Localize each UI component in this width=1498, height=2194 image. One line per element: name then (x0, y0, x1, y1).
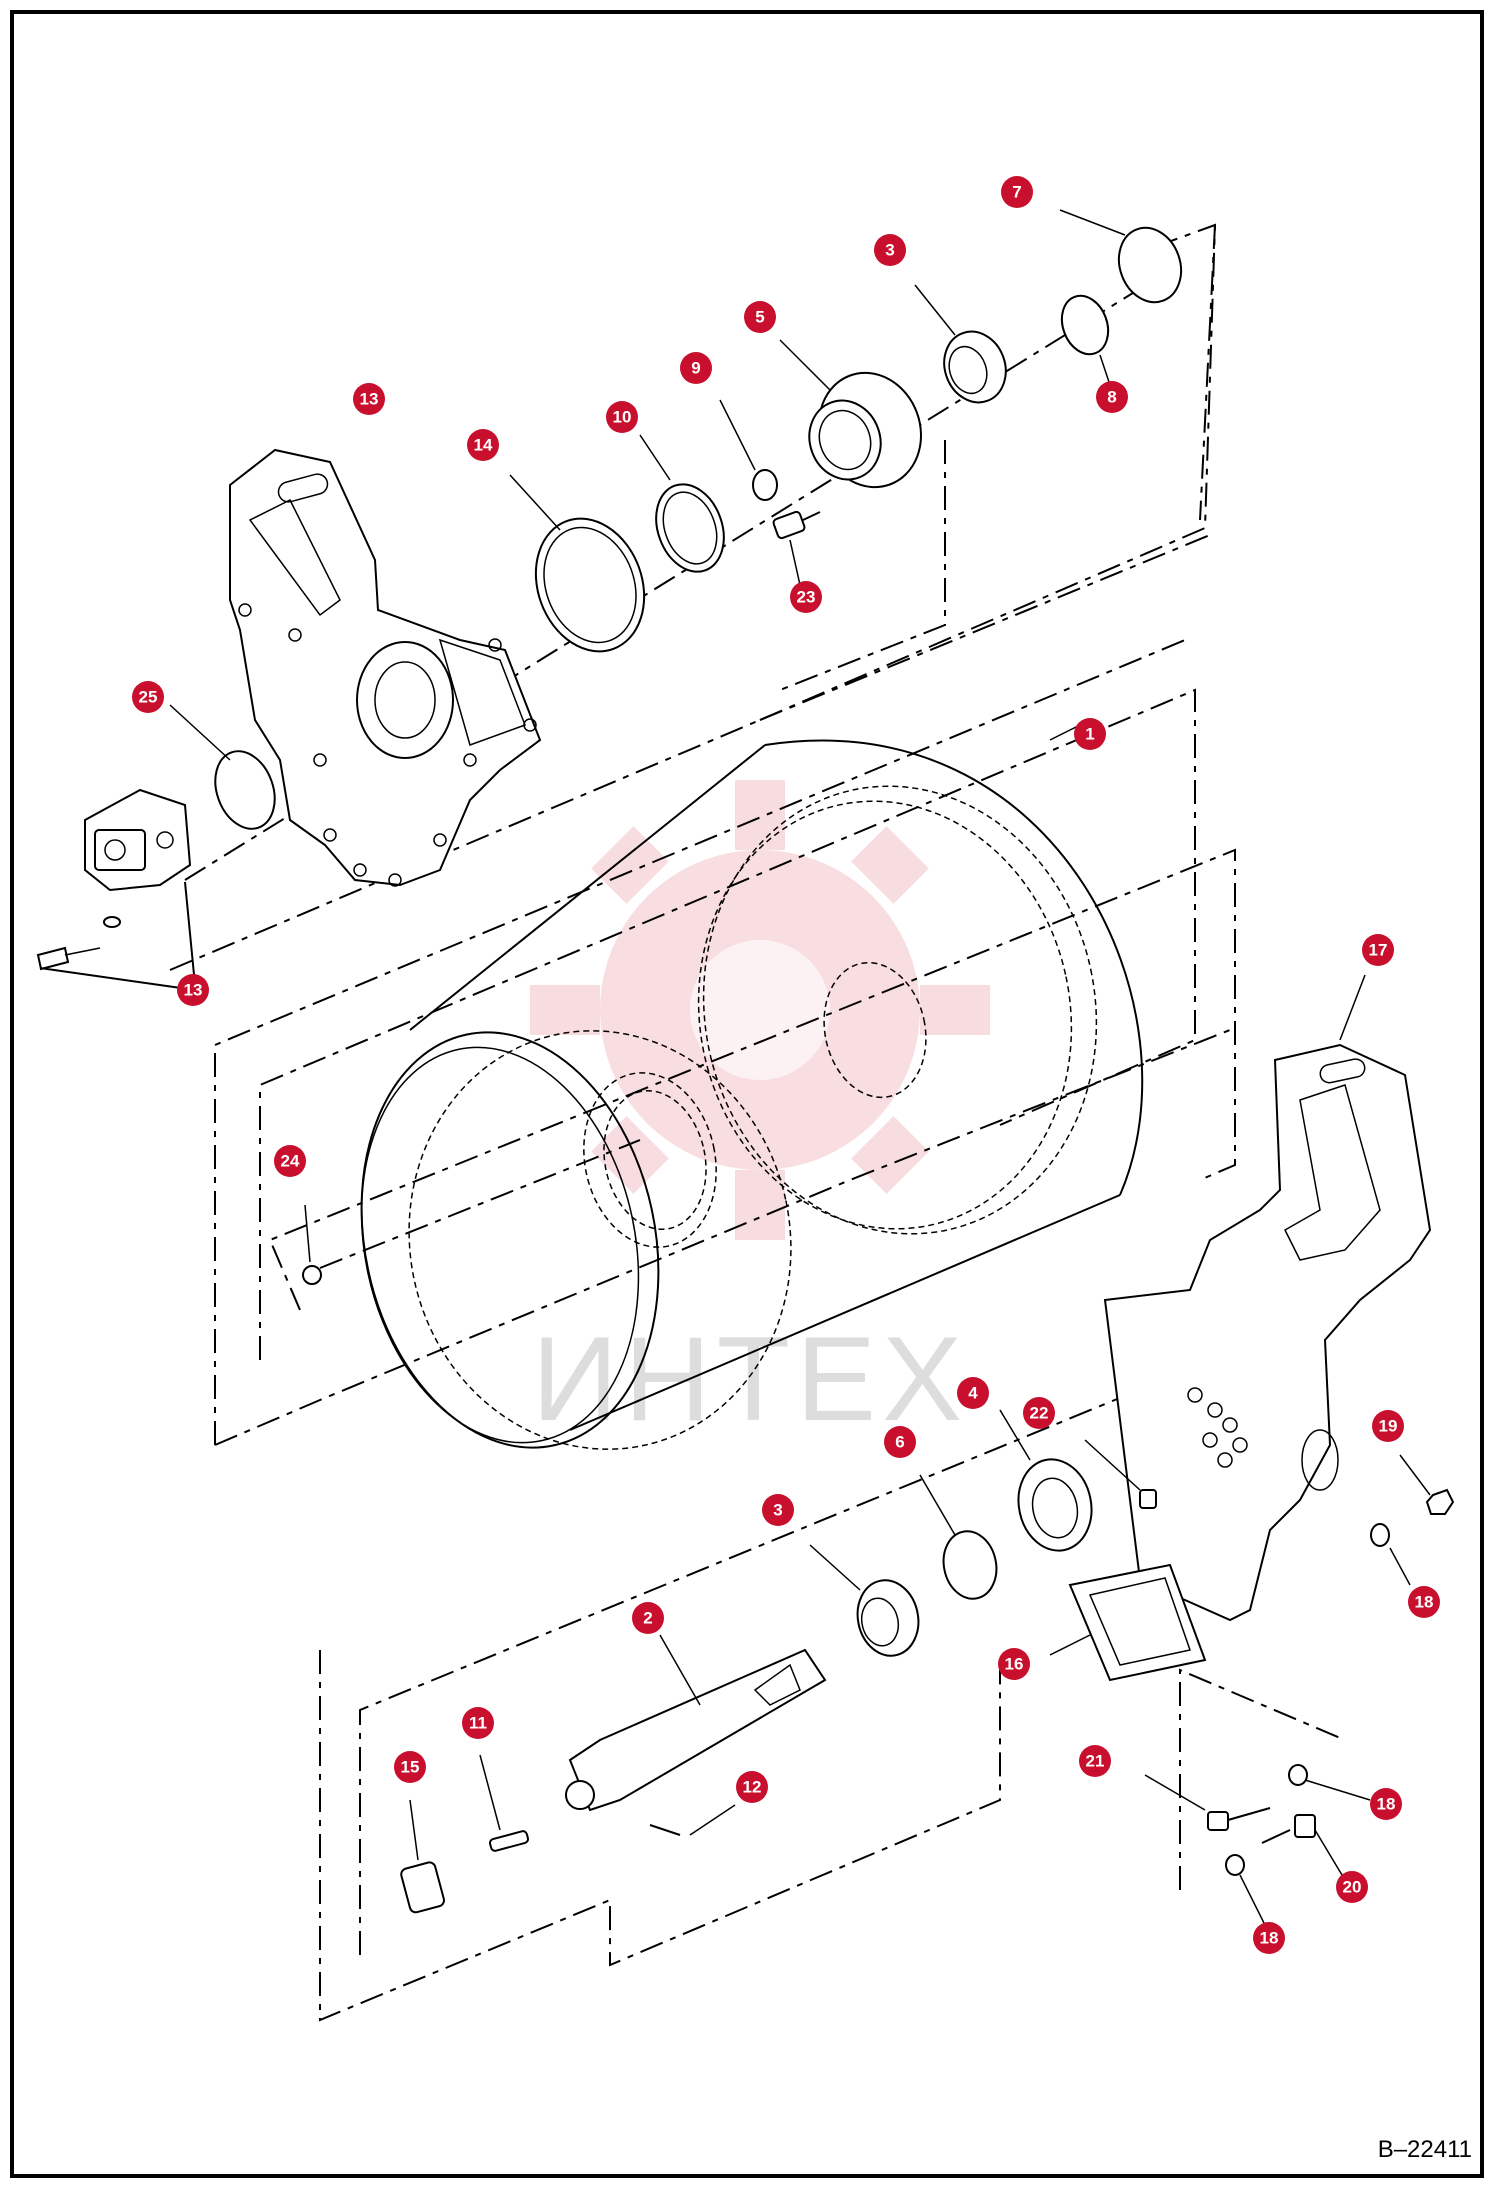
callout-15[interactable]: 15 (394, 1751, 426, 1783)
svg-text:12: 12 (743, 1778, 762, 1797)
callout-18-right[interactable]: 18 (1408, 1586, 1440, 1618)
assembly-centerlines (169, 223, 1346, 2022)
callout-1[interactable]: 1 (1074, 718, 1106, 750)
ring-10 (655, 483, 725, 573)
ring-9 (752, 469, 778, 501)
svg-text:13: 13 (360, 390, 379, 409)
svg-text:18: 18 (1377, 1795, 1396, 1814)
svg-text:4: 4 (968, 1384, 978, 1403)
svg-text:19: 19 (1379, 1417, 1398, 1436)
callout-13-bottom[interactable]: 13 (177, 974, 209, 1006)
callout-18-low[interactable]: 18 (1253, 1922, 1285, 1954)
washer-18-low (1225, 1854, 1245, 1876)
snap-ring-25 (214, 750, 276, 830)
svg-text:24: 24 (281, 1152, 300, 1171)
watermark-text: ИНТЕХ (532, 1312, 968, 1446)
callout-14[interactable]: 14 (467, 429, 499, 461)
drawing-number: B–22411 (1377, 2136, 1472, 2163)
callout-12[interactable]: 12 (736, 1771, 768, 1803)
svg-text:3: 3 (885, 241, 894, 260)
svg-text:5: 5 (755, 308, 764, 327)
callout-24[interactable]: 24 (274, 1145, 306, 1177)
svg-text:23: 23 (797, 588, 816, 607)
drum-1 (360, 719, 1144, 1450)
callout-20[interactable]: 20 (1336, 1871, 1368, 1903)
callout-13-top[interactable]: 13 (353, 383, 385, 415)
washer-18-mid (1288, 1764, 1308, 1786)
screw-23 (772, 510, 821, 586)
callout-19[interactable]: 19 (1372, 1410, 1404, 1442)
bolt-22 (1084, 1439, 1157, 1509)
svg-text:20: 20 (1343, 1878, 1362, 1897)
svg-text:16: 16 (1005, 1655, 1024, 1674)
bearing-hub-5 (779, 339, 923, 489)
o-ring-6 (942, 1530, 998, 1600)
nut-19 (1399, 1454, 1455, 1515)
svg-text:14: 14 (474, 436, 493, 455)
callout-23[interactable]: 23 (790, 581, 822, 613)
watermark-gear-logo (530, 780, 990, 1240)
o-ring-7 (1117, 226, 1183, 304)
bearing-3-bottom (809, 1544, 920, 1657)
svg-text:18: 18 (1260, 1929, 1279, 1948)
pin-12 (649, 1804, 736, 1836)
svg-text:7: 7 (1012, 183, 1021, 202)
drawing-frame (10, 10, 1484, 2178)
nut-24 (302, 1139, 641, 1285)
motor-bolt-and-washer (36, 881, 196, 991)
hydraulic-motor-13 (84, 788, 192, 892)
housing-bracket-13 (229, 448, 542, 887)
svg-text:17: 17 (1369, 941, 1388, 960)
svg-text:18: 18 (1415, 1593, 1434, 1612)
callout-18-mid[interactable]: 18 (1370, 1788, 1402, 1820)
callout-21[interactable]: 21 (1079, 1745, 1111, 1777)
callout-3-top[interactable]: 3 (874, 234, 906, 266)
callout-4[interactable]: 4 (957, 1377, 989, 1409)
callout-3-bottom[interactable]: 3 (762, 1494, 794, 1526)
bolt-20 (1261, 1814, 1346, 1881)
svg-text:22: 22 (1030, 1404, 1049, 1423)
svg-text:21: 21 (1086, 1752, 1105, 1771)
callout-10[interactable]: 10 (606, 401, 638, 433)
svg-text:25: 25 (139, 688, 158, 707)
plate-16 (1049, 1563, 1207, 1682)
mounting-bracket-17 (1103, 974, 1432, 1622)
washer-18-right (1370, 1523, 1390, 1547)
callout-2[interactable]: 2 (632, 1602, 664, 1634)
svg-text:3: 3 (773, 1501, 782, 1520)
callout-25[interactable]: 25 (132, 681, 164, 713)
svg-text:8: 8 (1107, 388, 1116, 407)
callout-11[interactable]: 11 (462, 1707, 494, 1739)
svg-text:10: 10 (613, 408, 632, 427)
svg-text:11: 11 (469, 1714, 487, 1733)
callout-16[interactable]: 16 (998, 1648, 1030, 1680)
svg-text:9: 9 (691, 359, 700, 378)
callout-6[interactable]: 6 (884, 1426, 916, 1458)
bolt-21 (1144, 1774, 1271, 1831)
callout-9[interactable]: 9 (680, 352, 712, 384)
snap-ring-8 (1060, 294, 1110, 356)
spindle-2 (565, 1634, 827, 1812)
svg-text:6: 6 (895, 1433, 904, 1452)
svg-text:2: 2 (643, 1609, 652, 1628)
sleeve-15 (400, 1799, 445, 1914)
svg-text:15: 15 (401, 1758, 420, 1777)
callout-17[interactable]: 17 (1362, 934, 1394, 966)
callout-8[interactable]: 8 (1096, 381, 1128, 413)
bearing-3-top (914, 284, 1007, 404)
svg-text:1: 1 (1085, 725, 1094, 744)
svg-text:13: 13 (184, 981, 203, 1000)
callout-5[interactable]: 5 (744, 301, 776, 333)
flange-4 (999, 1409, 1093, 1552)
callout-22[interactable]: 22 (1023, 1397, 1055, 1429)
pin-11 (479, 1754, 530, 1852)
callout-7[interactable]: 7 (1001, 176, 1033, 208)
seal-14 (534, 517, 646, 653)
